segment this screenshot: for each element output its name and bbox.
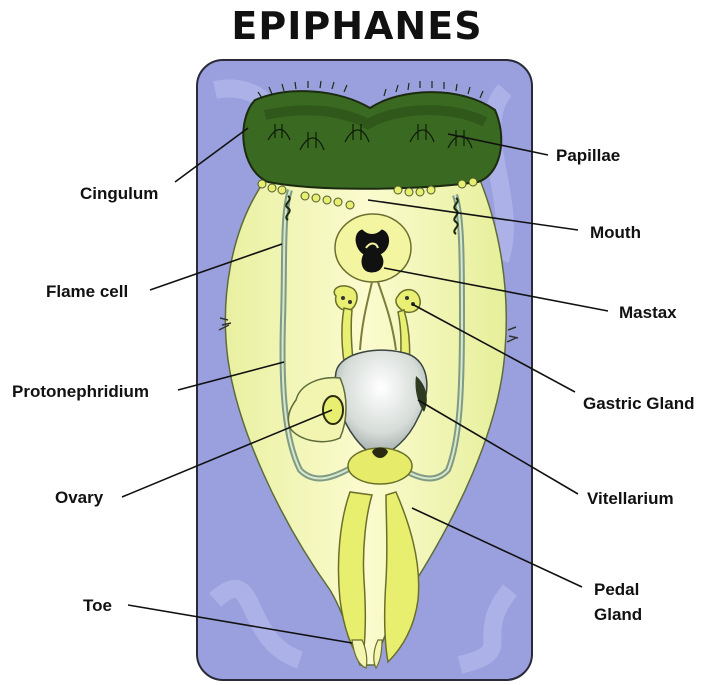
label-toe: Toe [83, 596, 112, 615]
label-protonephridium: Protonephridium [12, 382, 149, 401]
label-pedal-gland-line1: Pedal [594, 580, 639, 599]
label-mastax: Mastax [619, 303, 677, 322]
corona [243, 91, 501, 189]
label-vitellarium: Vitellarium [587, 489, 674, 508]
label-pedal-gland-line2: Gland [594, 605, 642, 624]
label-ovary: Ovary [55, 488, 104, 507]
ovary [323, 396, 343, 424]
label-mouth: Mouth [590, 223, 641, 242]
label-papillae: Papillae [556, 146, 620, 165]
label-flame-cell: Flame cell [46, 282, 128, 301]
label-gastric-gland: Gastric Gland [583, 394, 694, 413]
label-cingulum: Cingulum [80, 184, 158, 203]
